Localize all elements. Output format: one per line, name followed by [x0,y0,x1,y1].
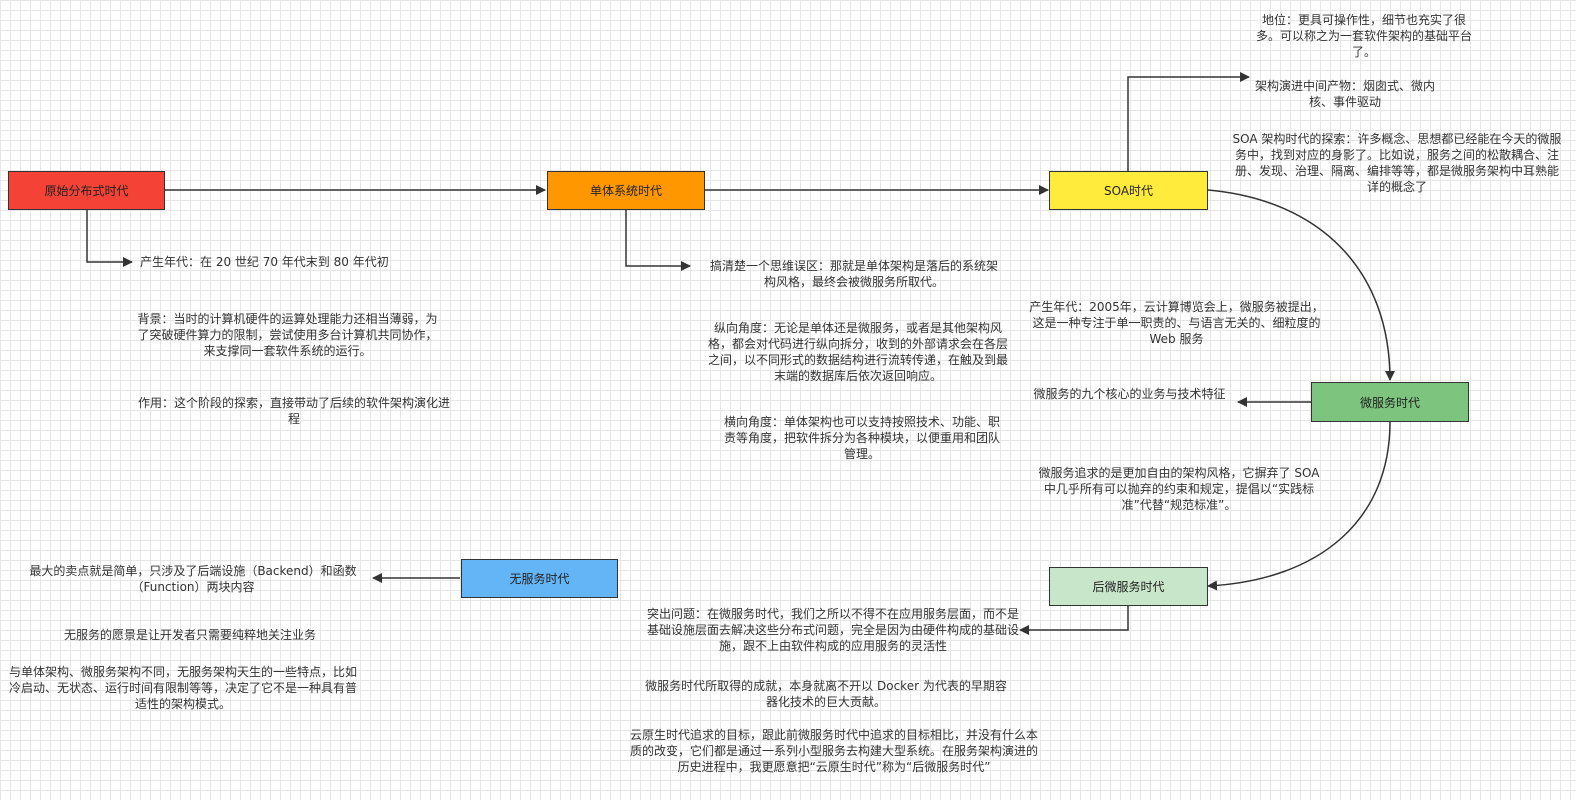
node-microservices-era[interactable]: 微服务时代 [1311,382,1469,422]
note-monolith-horizontal: 横向角度：单体架构也可以支持按照技术、功能、职责等角度，把软件拆分为各种模块，以… [723,415,1000,461]
edge-soa-to-intermediate-note [1127,72,1250,171]
note-post-achievement: 微服务时代所取得的成就，本身就离不开以 Docker 为代表的早期容器化技术的巨… [645,679,1007,709]
edge-microservices-to-post [1207,421,1391,591]
note-primitive-background: 背景：当时的计算机硬件的运算处理能力还相当薄弱，为了突破硬件算力的限制，尝试使用… [137,312,438,358]
edge-post-to-problem-note [1019,606,1129,635]
note-soa-status: 地位：更具可操作性，细节也充实了很多。可以称之为一套软件架构的基础平台了。 [1255,13,1472,59]
note-post-problem: 突出问题：在微服务时代，我们之所以不得不在应用服务层面，而不是基础设施层面去解决… [647,607,1020,653]
note-soa-intermediate: 架构演进中间产物：烟囱式、微内核、事件驱动 [1254,79,1435,109]
note-post-cloud-native: 云原生时代追求的目标，跟此前微服务时代中追求的目标相比，并没有什么本质的改变，它… [629,728,1038,774]
note-monolith-vertical: 纵向角度：无论是单体还是微服务，或者是其他架构风格，都会对代码进行纵向拆分，收到… [707,321,1008,383]
note-serverless-vision: 无服务的愿景是让开发者只需要纯粹地关注业务 [63,628,316,642]
node-monolith-era[interactable]: 单体系统时代 [547,171,705,210]
note-primitive-effect: 作用：这个阶段的探索，直接带动了后续的软件架构演化进程 [137,396,450,426]
note-monolith-myth: 搞清楚一个思维误区：那就是单体架构是落后的系统架构风格，最终会被微服务所取代。 [709,259,998,289]
note-microservices-era: 产生年代：2005年，云计算博览会上，微服务被提出，这是一种专注于单一职责的、与… [1029,300,1324,346]
note-microservices-pursuit: 微服务追求的是更加自由的架构风格，它摒弃了 SOA 中几乎所有可以抛弃的约束和规… [1038,466,1320,512]
edge-primitive-to-era-note [86,210,133,267]
node-post-microservices-era[interactable]: 后微服务时代 [1049,567,1208,606]
note-primitive-era: 产生年代：在 20 世纪 70 年代末到 80 年代初 [140,255,389,269]
note-soa-exploration: SOA 架构时代的探索：许多概念、思想都已经能在今天的微服务中，找到对应的身影了… [1232,132,1562,194]
edge-soa-to-microservices [1207,189,1395,381]
node-soa-era[interactable]: SOA时代 [1049,171,1208,210]
note-microservices-features: 微服务的九个核心的业务与技术特征 [1033,387,1226,401]
note-serverless-traits: 与单体架构、微服务架构不同，无服务架构天生的一些特点，比如冷启动、无状态、运行时… [8,665,357,711]
edge-monolith-to-myth-note [625,210,691,271]
node-serverless-era[interactable]: 无服务时代 [461,559,618,598]
node-primitive-distributed-era[interactable]: 原始分布式时代 [8,171,165,210]
note-serverless-selling: 最大的卖点就是简单，只涉及了后端设施（Backend）和函数（Function）… [29,564,357,594]
